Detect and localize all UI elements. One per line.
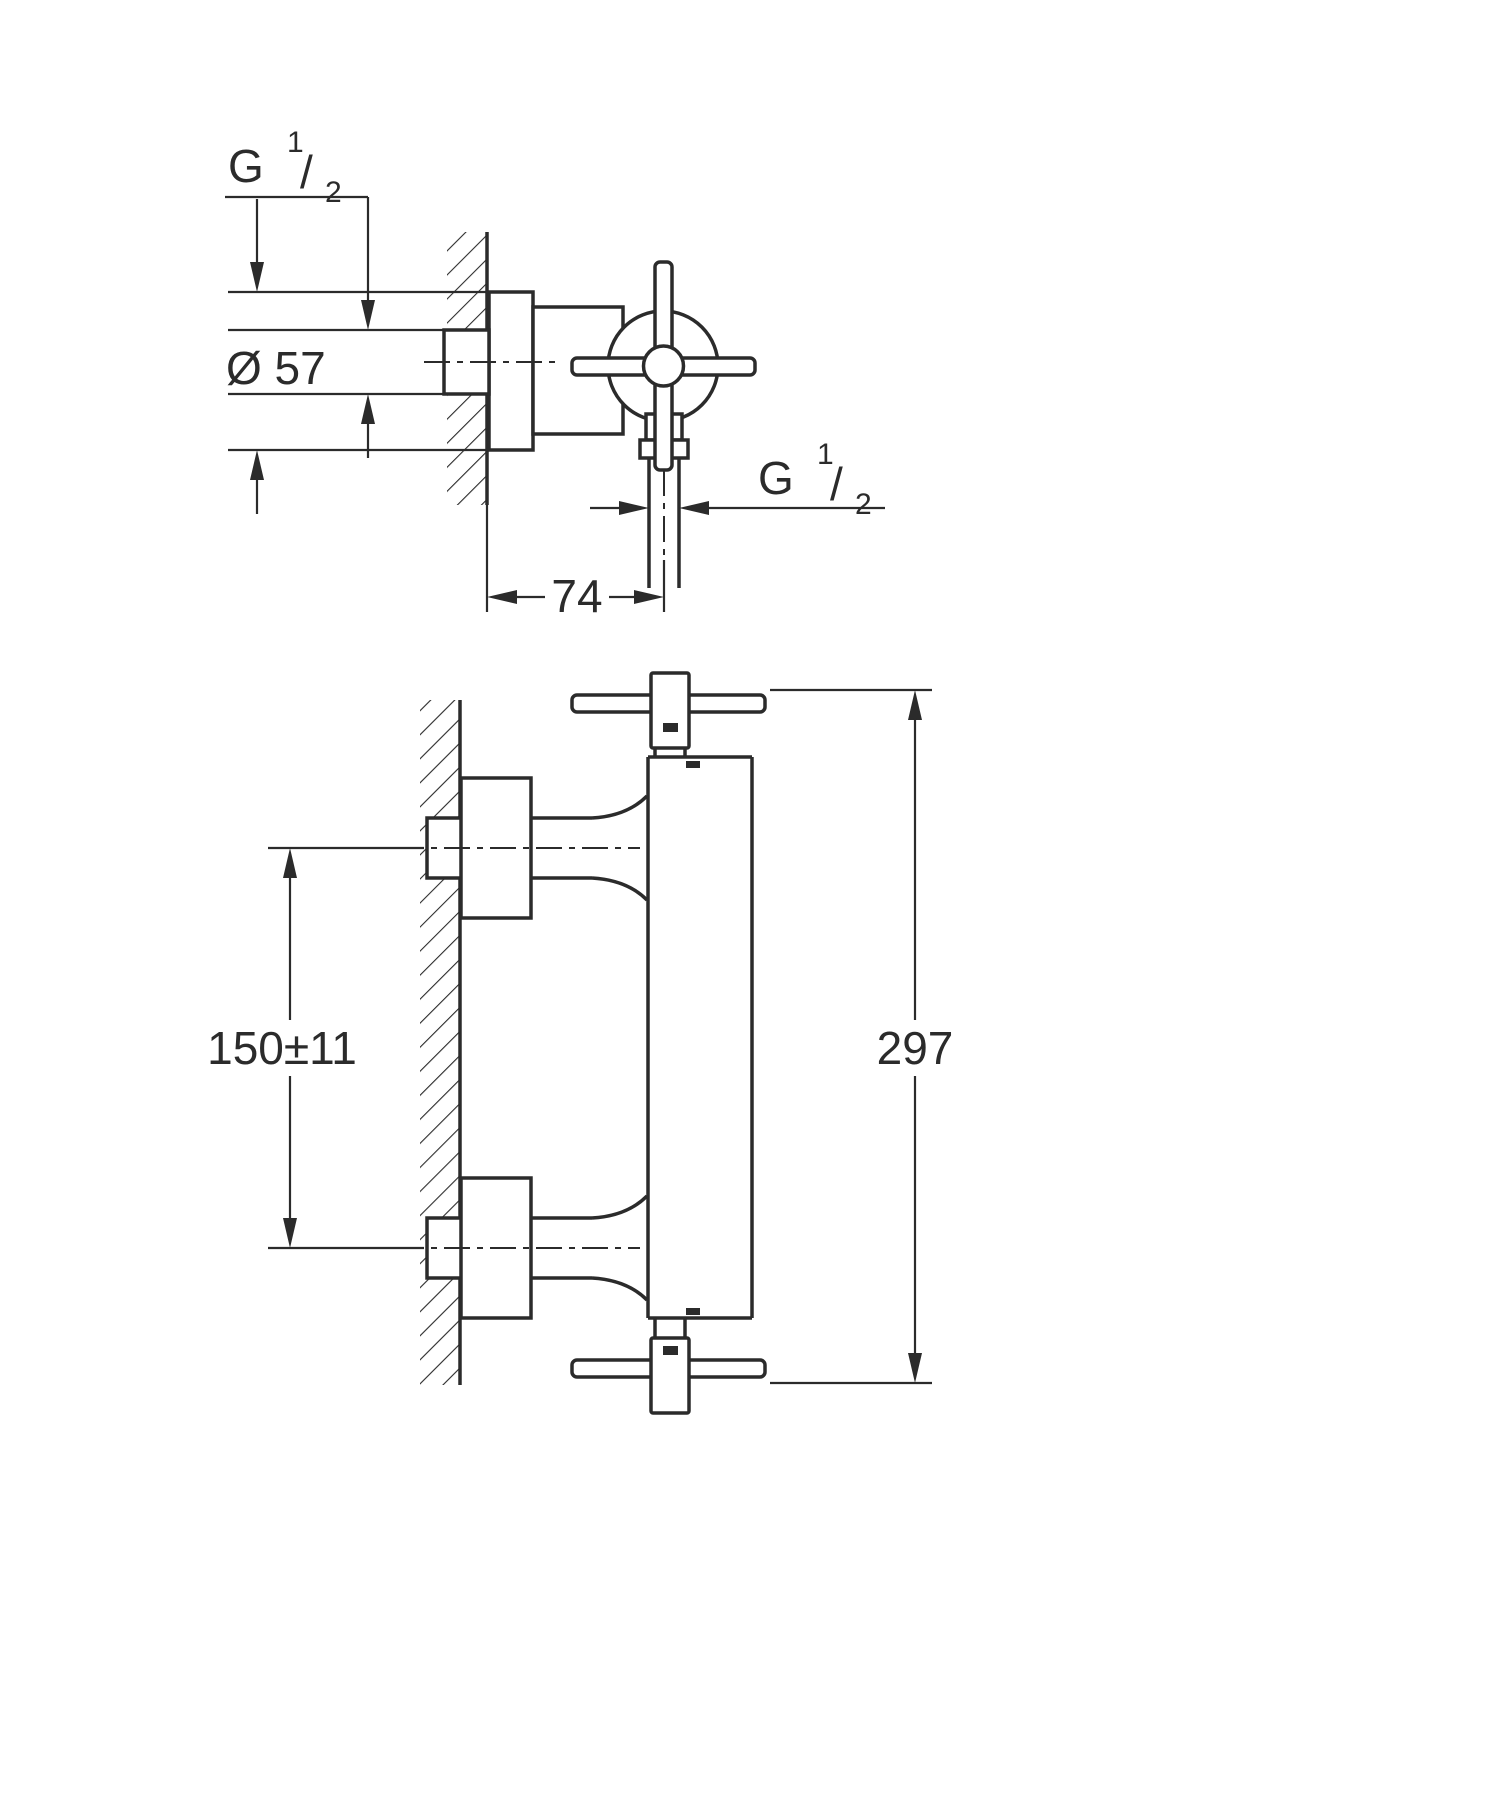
arrow-up-icon xyxy=(283,848,297,878)
dimension-flange-diameter: Ø 57 xyxy=(226,199,488,514)
arrow-down-icon xyxy=(283,1218,297,1248)
inlet-thread-numerator: 1 xyxy=(287,126,304,159)
inlet-thread-label: G xyxy=(228,140,264,192)
lower-tube-top-curve xyxy=(591,1194,649,1220)
dimension-inlet-thread: G 1 / 2 xyxy=(225,126,444,458)
arrow-down-icon xyxy=(250,262,264,292)
body-top-screw-mark xyxy=(686,761,700,768)
upper-tube-bottom-curve xyxy=(591,876,649,902)
outlet-thread-denominator: 2 xyxy=(855,488,872,521)
arrow-left-icon xyxy=(487,590,517,604)
upper-tube-top-curve xyxy=(591,794,649,820)
arrow-down-icon xyxy=(361,300,375,330)
front-view: 150±11 297 xyxy=(207,671,954,1415)
side-view: G 1 / 2 Ø 57 G 1 / 2 xyxy=(225,126,885,622)
outlet-thread-numerator: 1 xyxy=(817,438,834,471)
arrow-right-icon xyxy=(634,590,664,604)
flange-diameter-label: Ø 57 xyxy=(226,342,326,394)
bottom-handle-screw-slot xyxy=(663,1346,678,1355)
inlet-thread-denominator: 2 xyxy=(325,176,342,209)
wall-hatch xyxy=(420,700,460,1385)
outlet-thread-label: G xyxy=(758,452,794,504)
lower-tube-bottom-curve xyxy=(591,1276,649,1302)
dimension-connection-spacing: 150±11 xyxy=(207,846,424,1250)
inlet-thread-slash: / xyxy=(300,146,313,198)
arrow-right-icon xyxy=(619,501,649,515)
escutcheon xyxy=(487,290,535,452)
body-bottom-screw-mark xyxy=(686,1308,700,1315)
arrow-down-icon xyxy=(908,1353,922,1383)
arrow-left-icon xyxy=(679,501,709,515)
dimension-outlet-thread: G 1 / 2 xyxy=(590,438,885,521)
wall-to-outlet-label: 74 xyxy=(551,570,602,622)
arrow-up-icon xyxy=(361,394,375,424)
arrow-up-icon xyxy=(908,690,922,720)
dimension-wall-to-outlet: 74 xyxy=(487,570,664,622)
bottom-handle-hub xyxy=(649,1336,691,1415)
top-handle-hub xyxy=(649,671,691,750)
arrow-up-icon xyxy=(250,450,264,480)
outlet-thread-slash: / xyxy=(830,458,843,510)
dimension-overall-height: 297 xyxy=(770,688,954,1385)
top-handle-screw-slot xyxy=(663,723,678,732)
overall-height-label: 297 xyxy=(877,1022,954,1074)
handle-hub xyxy=(641,344,686,388)
connection-spacing-label: 150±11 xyxy=(207,1022,357,1074)
